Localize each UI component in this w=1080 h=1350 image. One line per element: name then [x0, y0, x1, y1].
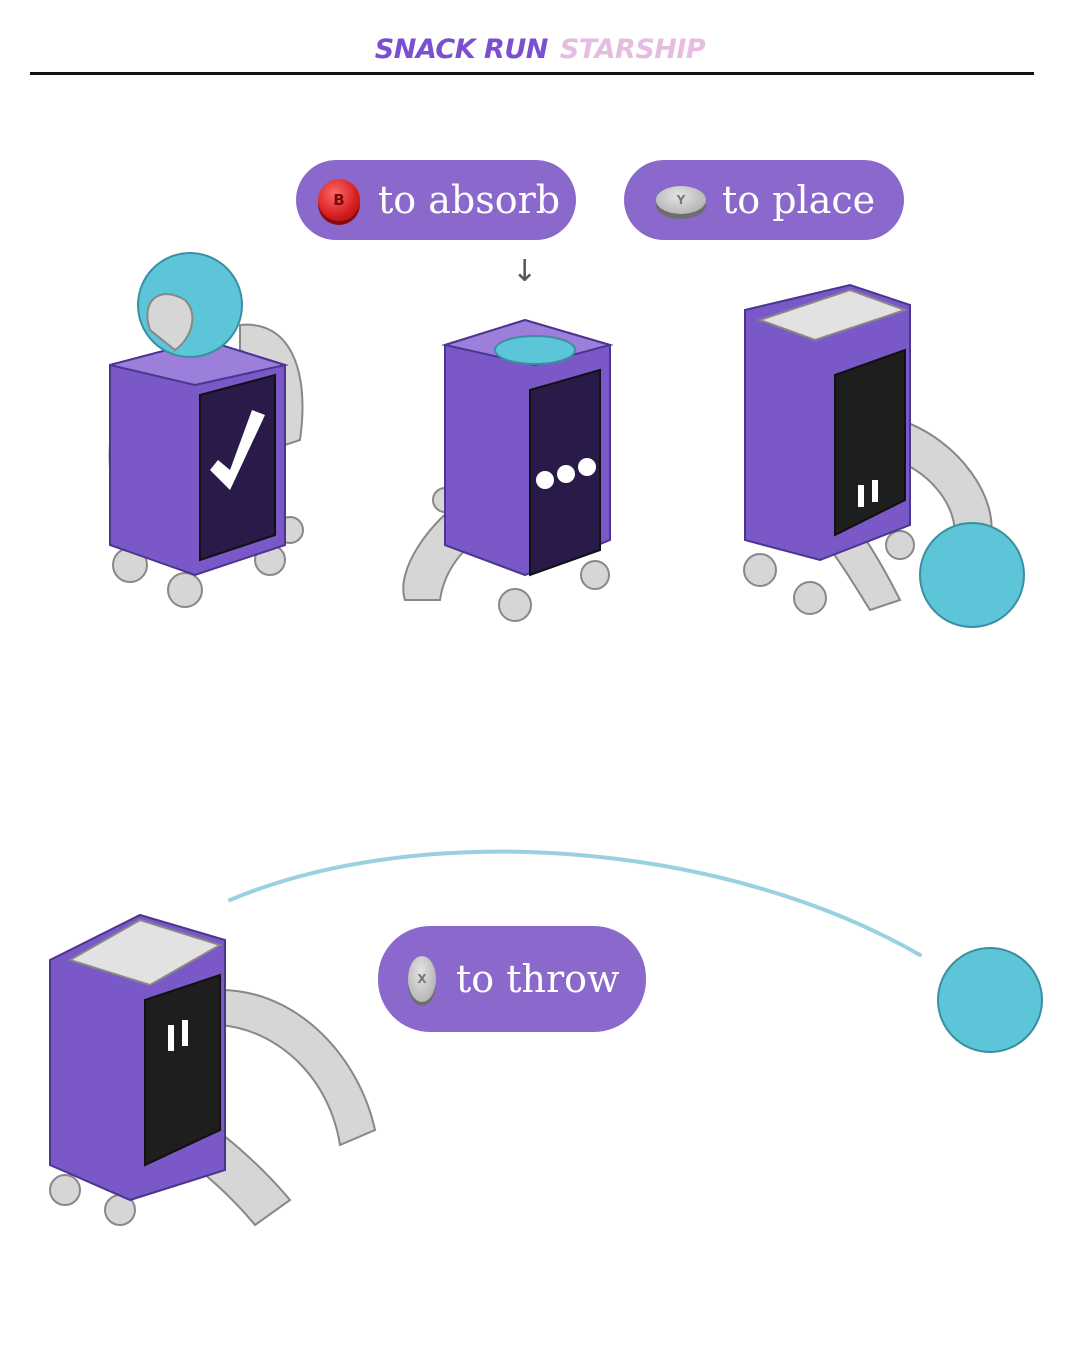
control-hint-absorb: B to absorb: [296, 160, 576, 240]
control-hint-throw: X to throw: [378, 926, 646, 1032]
absorb-label: to absorb: [378, 178, 561, 222]
control-hint-place: Y to place: [624, 160, 904, 240]
title-starship: STARSHIP: [559, 34, 706, 65]
title-divider: [30, 72, 1034, 75]
robot-throw-illustration: [49, 913, 377, 1227]
title-snack-run: SNACK RUN: [374, 34, 549, 65]
x-button-icon: X: [408, 956, 436, 1002]
robot-hold-illustration: [402, 318, 614, 622]
down-arrow-icon: ↓: [512, 254, 538, 289]
place-label: to place: [722, 178, 876, 222]
throw-trajectory: [228, 849, 922, 957]
throw-label: to throw: [456, 957, 620, 1001]
y-button-icon: Y: [656, 186, 706, 214]
robot-absorb-illustration: [108, 252, 304, 608]
game-title: SNACK RUN STARSHIP: [0, 34, 1080, 65]
b-button-icon: B: [318, 179, 360, 221]
thrown-orb: [937, 947, 1043, 1053]
robot-place-illustration: [743, 283, 1025, 628]
